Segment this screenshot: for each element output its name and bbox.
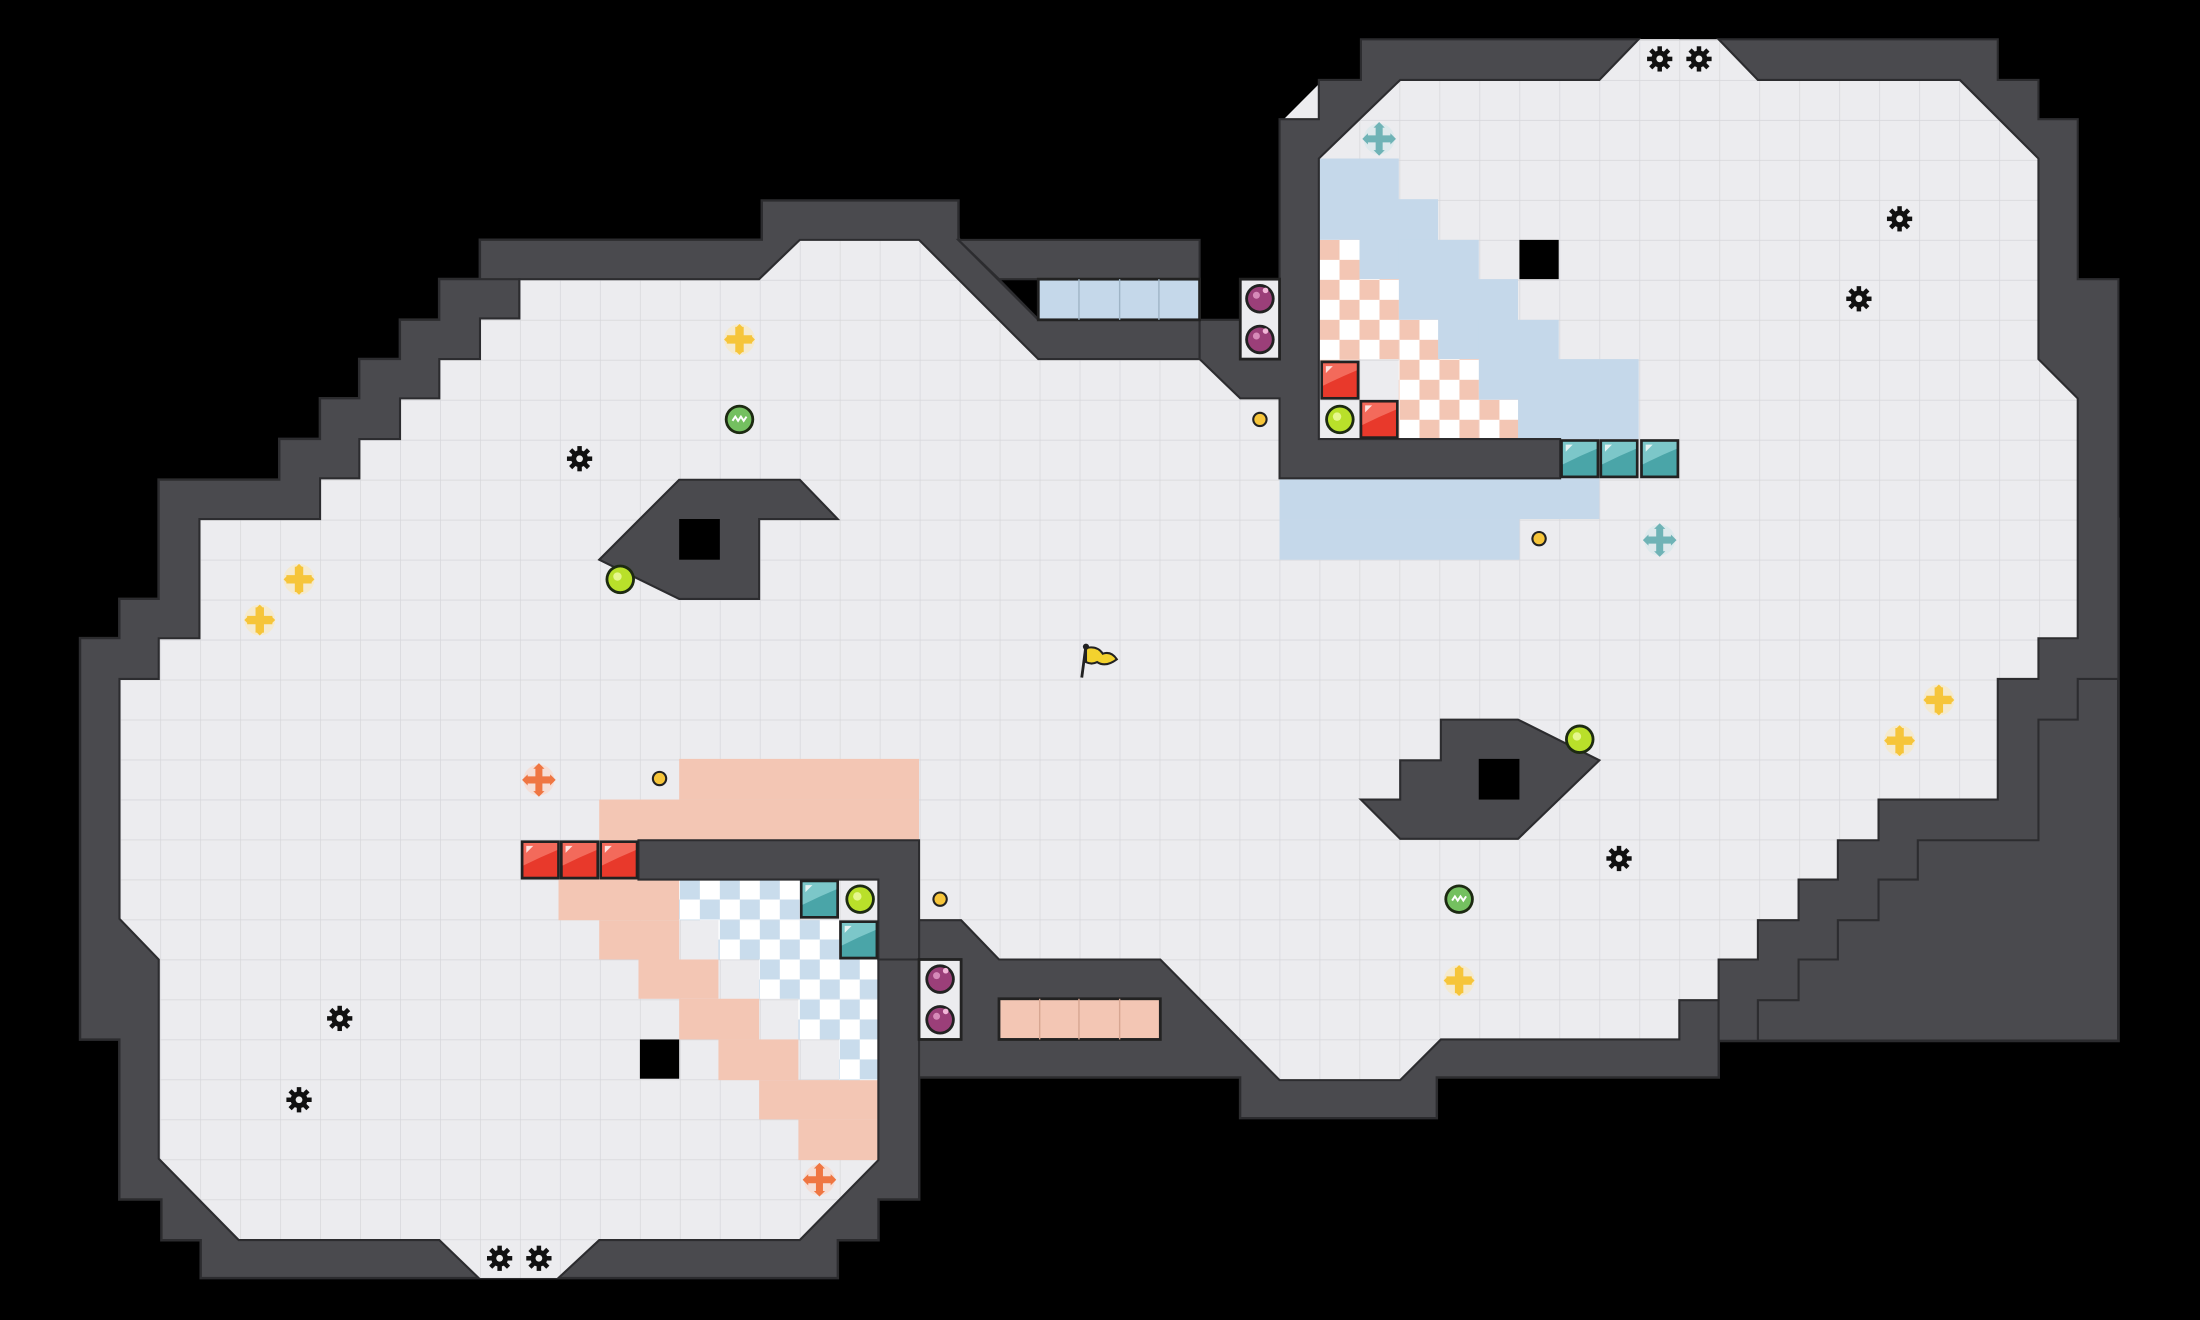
glass-channel-top [1036,277,1201,322]
gear-hazard-icon[interactable] [486,1245,513,1271]
small-coin-icon[interactable] [932,891,948,907]
gear-hazard-icon[interactable] [1886,206,1913,232]
lime-orb-icon[interactable] [1325,404,1355,435]
lime-orb-icon[interactable] [845,884,875,914]
plus-powerup-icon[interactable] [244,604,276,636]
teal-crate-icon[interactable] [839,920,879,960]
gear-hazard-icon[interactable] [566,446,593,472]
plus-powerup-icon[interactable] [1884,725,1916,757]
purple-mine-icon[interactable] [1245,284,1275,314]
small-coin-icon[interactable] [1252,411,1268,428]
salmon-checker-upper [1318,239,1519,440]
red-crate-icon[interactable] [1359,399,1399,440]
small-coin-icon[interactable] [651,770,668,787]
green-token-icon[interactable] [1443,883,1475,915]
red-crate-icon[interactable] [599,840,639,880]
gear-hazard-icon[interactable] [286,1087,312,1113]
gear-hazard-icon[interactable] [526,1245,552,1271]
gear-hazard-icon[interactable] [1606,845,1632,872]
plus-powerup-icon[interactable] [724,324,755,355]
plus-powerup-icon[interactable] [1443,965,1475,996]
blue-zone-upper [1279,158,1639,560]
blue-checker-lower [679,879,879,1081]
teal-crate-icon[interactable] [1640,439,1680,479]
red-crate-icon[interactable] [559,840,600,880]
player-flag-icon[interactable] [1080,643,1119,678]
red-crate-icon[interactable] [520,840,560,880]
walls [79,38,2120,1279]
red-crate-icon[interactable] [1320,360,1360,400]
gear-hazard-icon[interactable] [1846,286,1872,312]
small-coin-icon[interactable] [1531,530,1547,547]
plus-powerup-icon[interactable] [283,563,315,595]
glass-channel-bottom [997,997,1162,1041]
gear-hazard-icon[interactable] [327,1005,353,1032]
teal-crate-icon[interactable] [799,879,840,919]
green-token-icon[interactable] [723,403,756,436]
plus-powerup-icon[interactable] [1923,684,1955,716]
teal-crate-icon[interactable] [1560,439,1600,479]
lime-orb-icon[interactable] [1565,724,1595,754]
pit-hole-icon [679,519,720,560]
pit-hole-icon [639,1039,680,1079]
teal-crate-icon[interactable] [1599,439,1639,479]
gear-hazard-icon[interactable] [1647,46,1673,72]
pit-hole-icon [1519,239,1559,280]
gear-hazard-icon[interactable] [1686,46,1712,72]
lime-orb-icon[interactable] [605,564,635,595]
purple-mine-icon[interactable] [925,1005,955,1035]
purple-mine-icon[interactable] [1245,324,1275,355]
pit-hole-icon [1478,758,1520,800]
salmon-zone-lower [558,758,920,1161]
purple-mine-icon[interactable] [925,964,955,994]
